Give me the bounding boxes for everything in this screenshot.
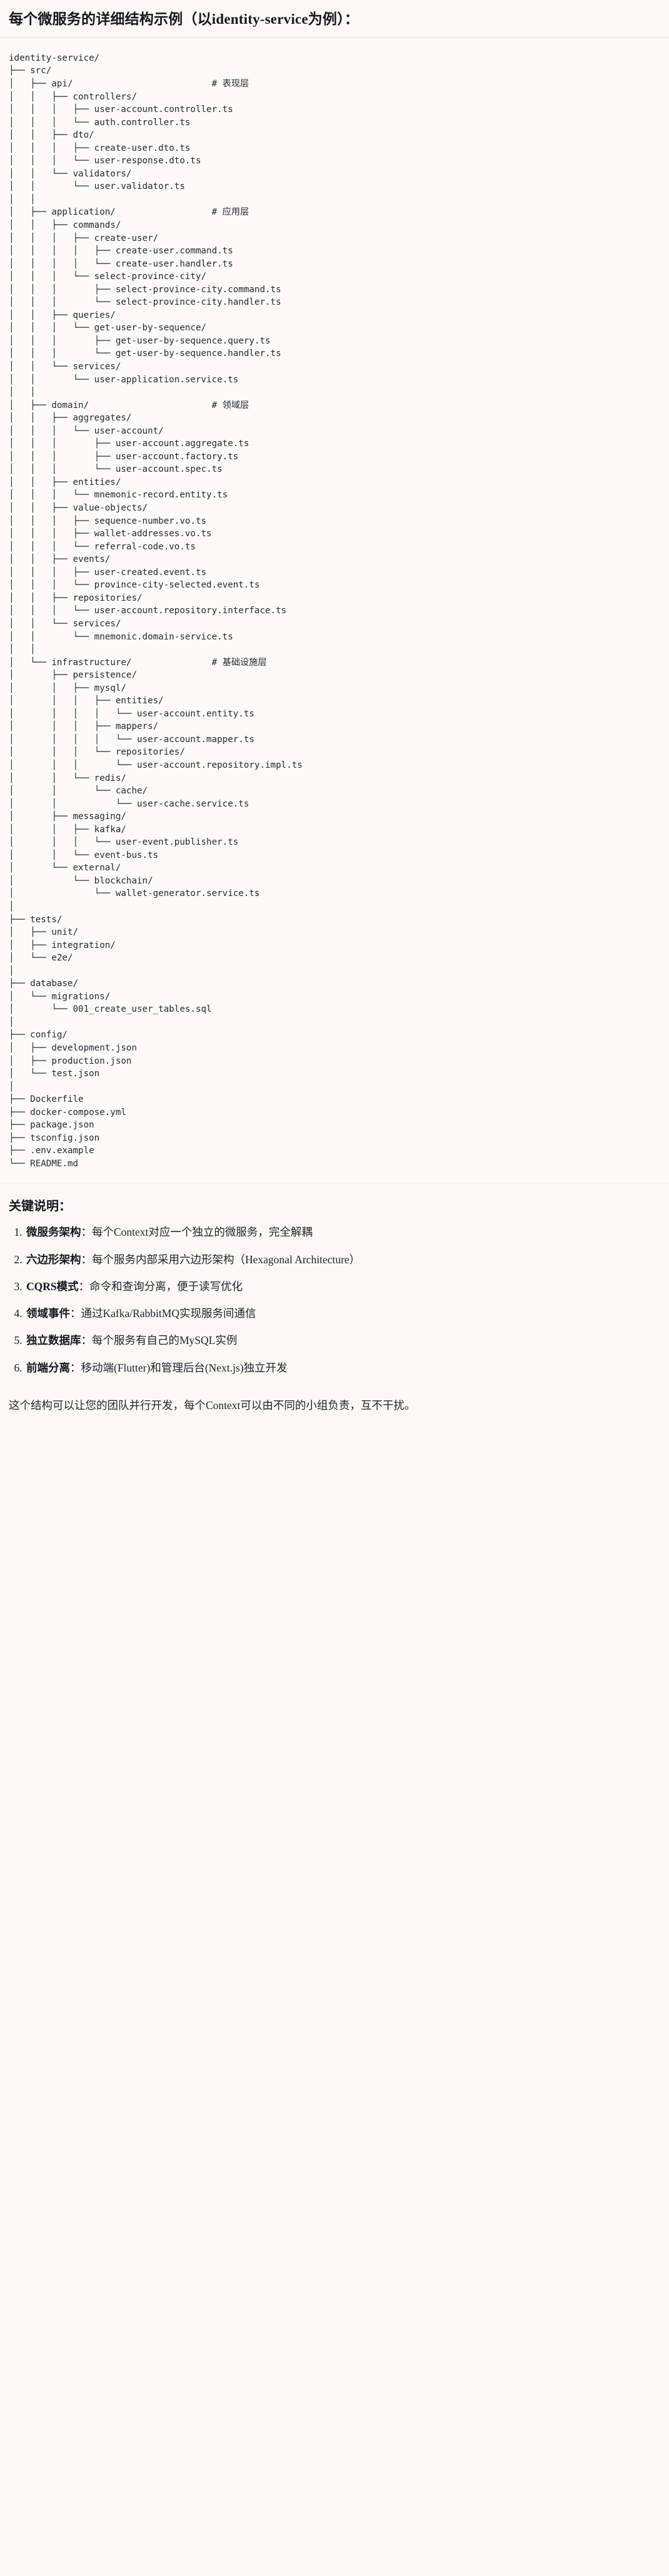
key-point-separator: ： xyxy=(78,1280,90,1293)
key-point-label: 独立数据库 xyxy=(26,1334,81,1347)
key-point-separator: ： xyxy=(70,1361,81,1374)
key-point-text: 每个Context对应一个独立的微服务，完全解耦 xyxy=(92,1226,313,1239)
key-point-text: 命令和查询分离，便于读写优化 xyxy=(89,1280,243,1293)
key-point-label: 微服务架构 xyxy=(26,1226,81,1239)
list-item: CQRS模式：命令和查询分离，便于读写优化 xyxy=(25,1278,660,1295)
key-points-section: 关键说明： 微服务架构：每个Context对应一个独立的微服务，完全解耦 六边形… xyxy=(0,1183,669,1392)
closing-paragraph: 这个结构可以让您的团队并行开发，每个Context可以由不同的小组负责，互不干扰… xyxy=(9,1398,416,1412)
key-point-text: 通过Kafka/RabbitMQ实现服务间通信 xyxy=(81,1307,256,1320)
directory-tree: identity-service/ ├── src/ │ ├── api/ # … xyxy=(9,53,303,1169)
key-point-label: 领域事件 xyxy=(26,1307,70,1320)
key-point-separator: ： xyxy=(70,1307,81,1320)
list-item: 微服务架构：每个Context对应一个独立的微服务，完全解耦 xyxy=(25,1224,660,1240)
page-title: 每个微服务的详细结构示例（以identity-service为例）： xyxy=(9,11,360,27)
list-item: 六边形架构：每个服务内部采用六边形架构（Hexagonal Architectu… xyxy=(25,1251,660,1268)
key-point-text: 每个服务有自己的MySQL实例 xyxy=(92,1334,238,1347)
list-item: 前端分离：移动端(Flutter)和管理后台(Next.js)独立开发 xyxy=(25,1360,660,1376)
key-points-list: 微服务架构：每个Context对应一个独立的微服务，完全解耦 六边形架构：每个服… xyxy=(9,1224,660,1376)
list-item: 领域事件：通过Kafka/RabbitMQ实现服务间通信 xyxy=(25,1305,660,1321)
list-item: 独立数据库：每个服务有自己的MySQL实例 xyxy=(25,1332,660,1348)
key-point-separator: ： xyxy=(81,1334,93,1347)
key-points-heading: 关键说明： xyxy=(9,1199,71,1214)
directory-tree-code-block: identity-service/ ├── src/ │ ├── api/ # … xyxy=(0,37,669,1184)
document-page: 每个微服务的详细结构示例（以identity-service为例）： ident… xyxy=(0,0,669,1425)
key-point-text: 移动端(Flutter)和管理后台(Next.js)独立开发 xyxy=(81,1361,288,1374)
key-point-label: 前端分离 xyxy=(26,1361,70,1374)
key-point-label: 六边形架构 xyxy=(26,1253,81,1266)
key-point-text: 每个服务内部采用六边形架构（Hexagonal Architecture） xyxy=(92,1253,361,1266)
key-point-separator: ： xyxy=(81,1226,93,1239)
key-point-separator: ： xyxy=(81,1253,93,1266)
key-point-label: CQRS模式 xyxy=(26,1280,79,1293)
